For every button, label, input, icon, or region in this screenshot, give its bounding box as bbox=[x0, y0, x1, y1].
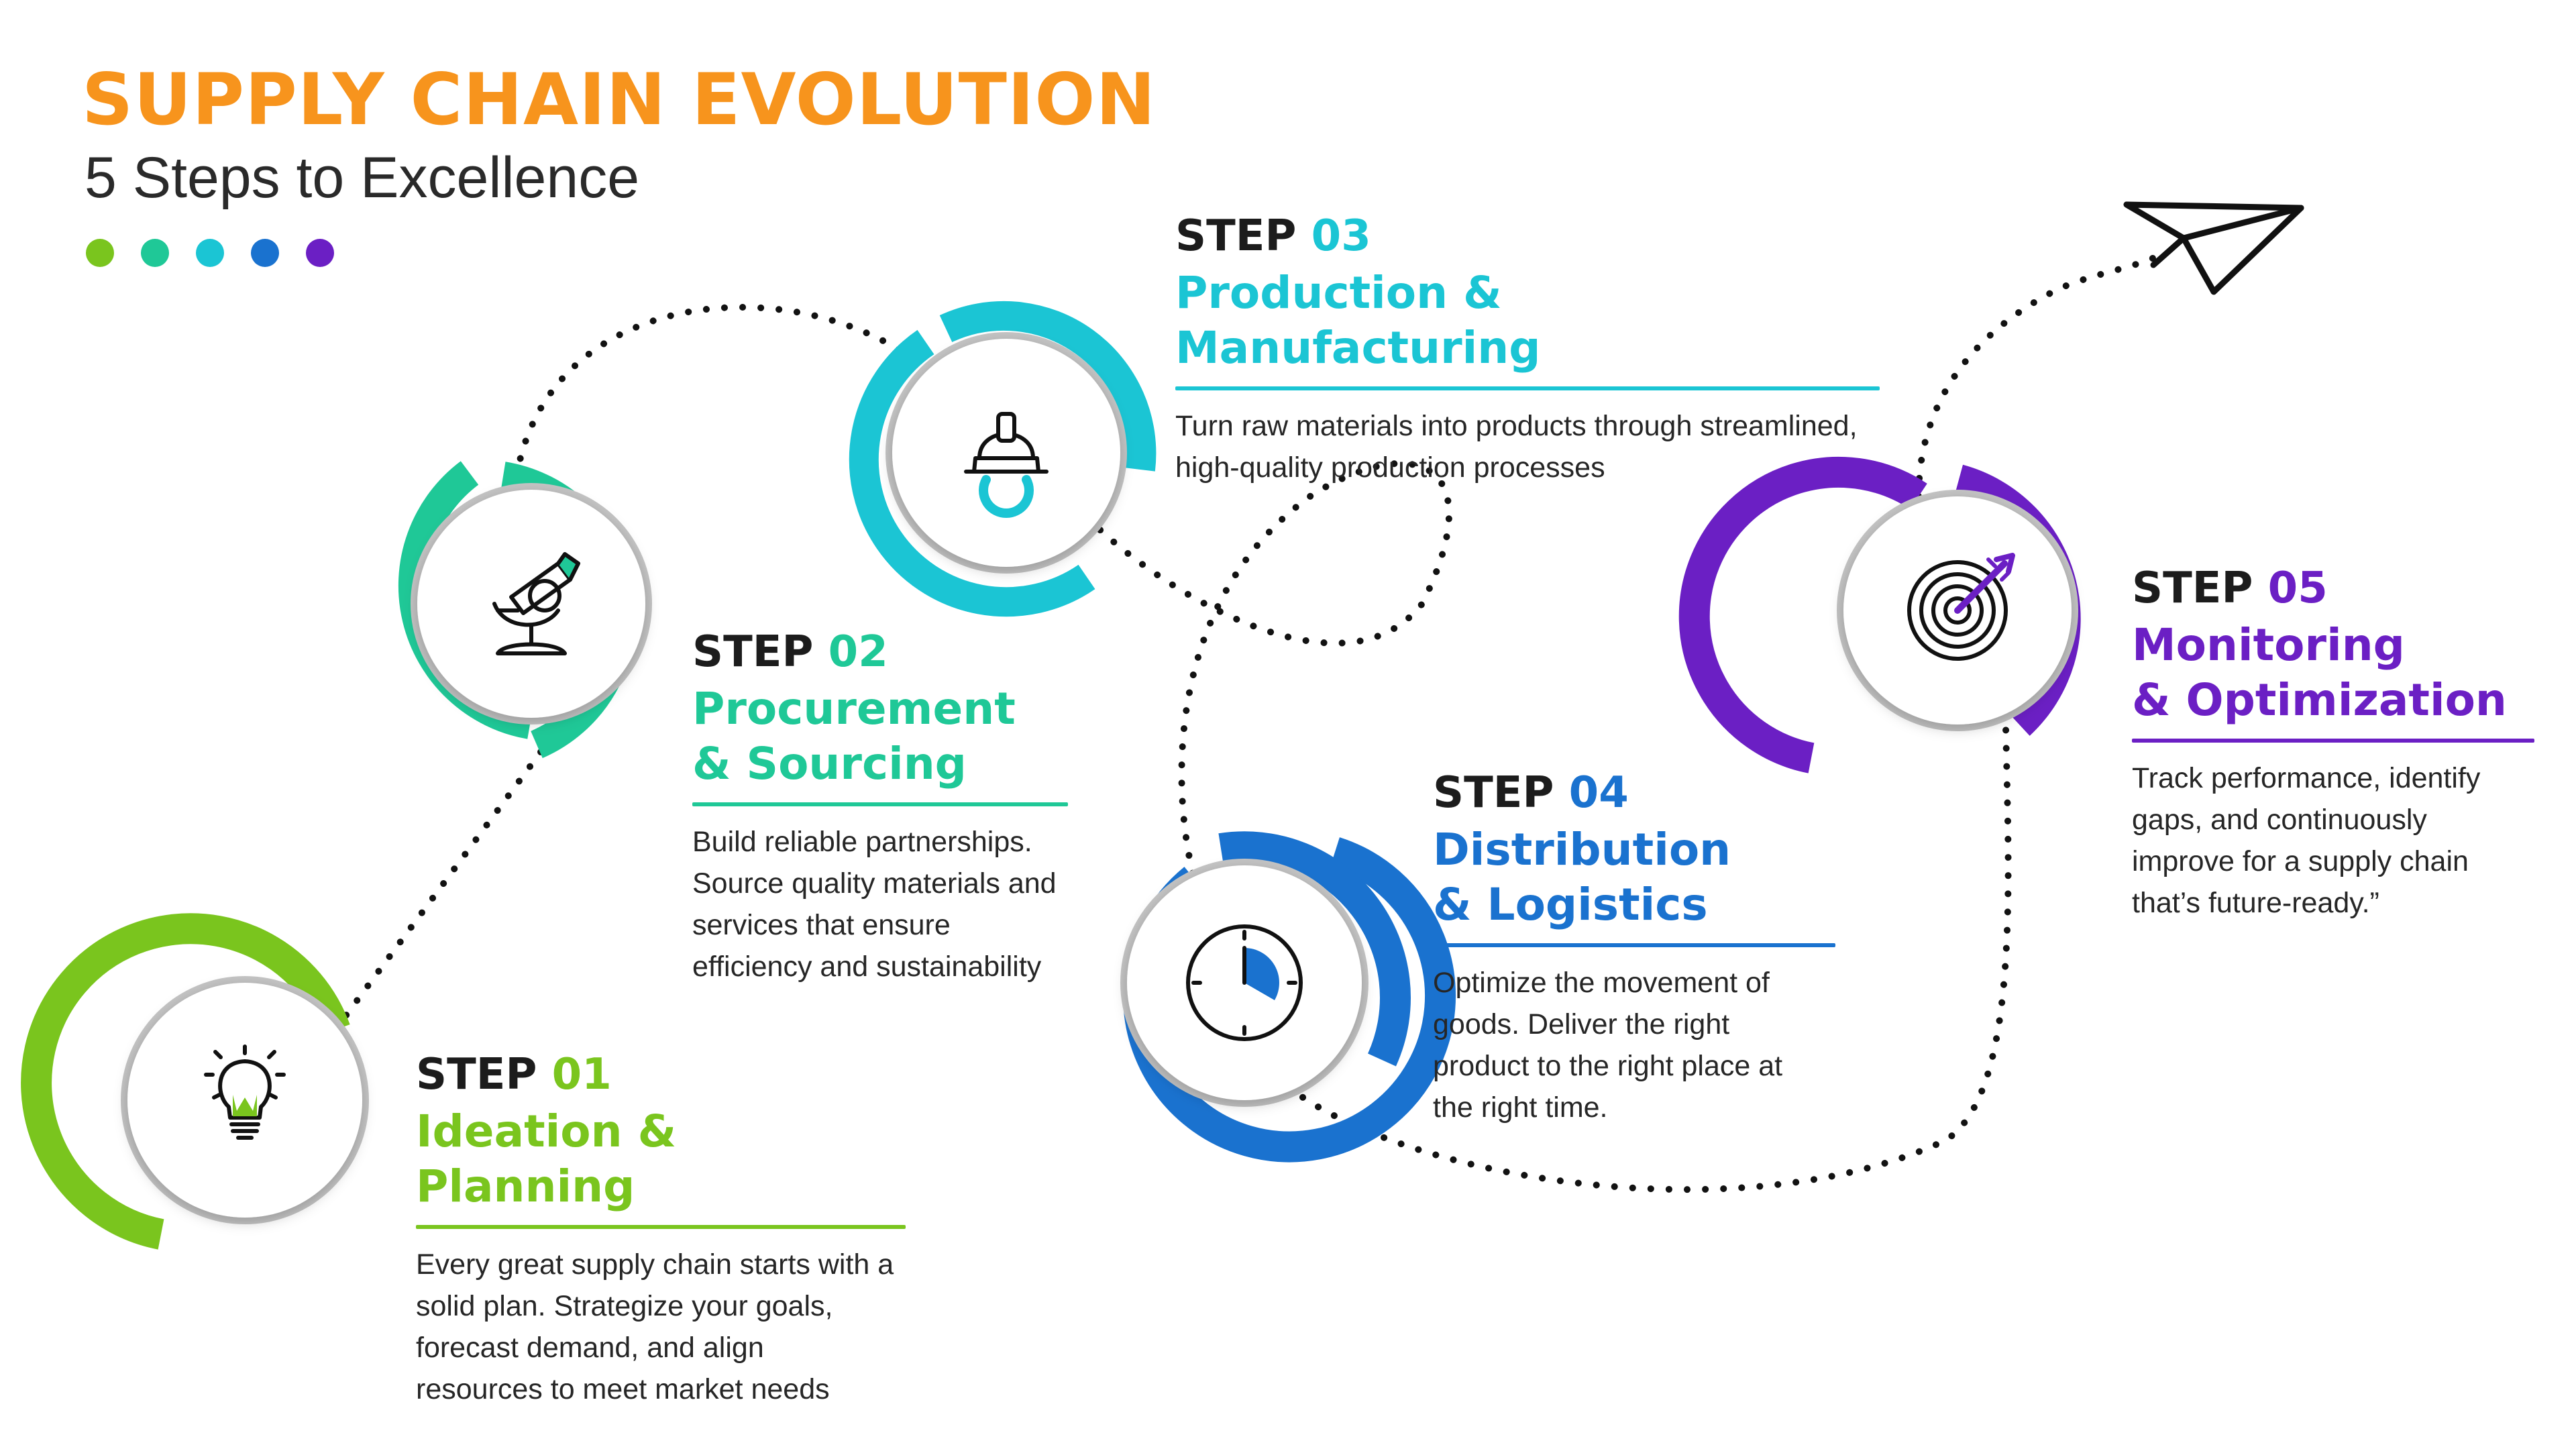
step-02-description: Build reliable partnerships. Source qual… bbox=[692, 821, 1068, 987]
step-05-title: Monitoring & Optimization bbox=[2132, 618, 2534, 728]
dotted-route-path bbox=[332, 252, 2163, 1193]
step-04-number: 04 bbox=[1568, 768, 1629, 818]
step-01-desc-line: solid plan. Strategize your goals, bbox=[416, 1290, 833, 1322]
step-02-desc-line: efficiency and sustainability bbox=[692, 951, 1042, 983]
step-04-desc-line: the right time. bbox=[1433, 1091, 1608, 1124]
step-05-word: STEP bbox=[2132, 564, 2253, 613]
step-03-title: Production & Manufacturing bbox=[1175, 266, 1880, 376]
step-04-title-line: & Logistics bbox=[1433, 879, 1708, 930]
step-05-description: Track performance, identify gaps, and co… bbox=[2132, 757, 2534, 924]
step-05-title-line: Monitoring bbox=[2132, 619, 2405, 671]
step-03-desc-line: high-quality production processes bbox=[1175, 451, 1605, 484]
step-04-rule bbox=[1433, 943, 1835, 947]
step-04-desc-line: Optimize the movement of bbox=[1433, 967, 1770, 999]
step-01-title: Ideation & Planning bbox=[416, 1104, 906, 1214]
step-02-title-line: & Sourcing bbox=[692, 738, 967, 790]
step-04-ring-top bbox=[1218, 831, 1411, 1067]
step-05-desc-line: that’s future-ready.” bbox=[2132, 887, 2379, 919]
step-02-label: STEP 02 bbox=[692, 631, 1068, 674]
step-04-label: STEP 04 bbox=[1433, 771, 1835, 814]
paper-plane-icon bbox=[2123, 201, 2304, 295]
step-02-desc-line: Source quality materials and bbox=[692, 867, 1057, 900]
microscope-icon bbox=[492, 552, 580, 655]
step-05-ring bbox=[1678, 456, 1927, 773]
step-04-desc-line: goods. Deliver the right bbox=[1433, 1008, 1730, 1040]
lightbulb-icon bbox=[204, 1044, 286, 1140]
step-02-number: 02 bbox=[828, 627, 888, 677]
step-02-title-line: Procurement bbox=[692, 683, 1016, 735]
hard-hat-gear-icon bbox=[964, 412, 1049, 518]
step-02-rule bbox=[692, 802, 1068, 806]
step-05-rule bbox=[2132, 739, 2534, 743]
step-02-desc-line: Build reliable partnerships. bbox=[692, 826, 1032, 858]
step-01-rule bbox=[416, 1225, 906, 1229]
step-05-desc-line: improve for a supply chain bbox=[2132, 845, 2469, 877]
step-05-title-line: & Optimization bbox=[2132, 674, 2507, 726]
step-01-ring bbox=[21, 913, 350, 1250]
step-05-node bbox=[1678, 456, 2081, 773]
step-01-desc-line: forecast demand, and align bbox=[416, 1332, 764, 1364]
step-05-label: STEP 05 bbox=[2132, 567, 2534, 610]
step-04-description: Optimize the movement of goods. Deliver … bbox=[1433, 962, 1835, 1128]
step-01-node bbox=[21, 913, 369, 1250]
step-05-desc-line: gaps, and continuously bbox=[2132, 804, 2427, 836]
color-dot bbox=[251, 239, 279, 267]
step-05-desc-line: Track performance, identify bbox=[2132, 762, 2481, 794]
step-03-node bbox=[849, 301, 1157, 617]
step-02-title: Procurement & Sourcing bbox=[692, 682, 1068, 792]
color-dot bbox=[196, 239, 224, 267]
step-01-desc-line: Every great supply chain starts with a bbox=[416, 1248, 894, 1281]
color-dot bbox=[86, 239, 114, 267]
step-01-number: 01 bbox=[551, 1050, 612, 1099]
step-04-title-line: Distribution bbox=[1433, 824, 1731, 875]
step-04-title: Distribution & Logistics bbox=[1433, 822, 1835, 932]
target-arrow-icon bbox=[1907, 553, 2015, 661]
step-04-word: STEP bbox=[1433, 768, 1554, 818]
page-subtitle: 5 Steps to Excellence bbox=[85, 146, 640, 210]
clock-icon bbox=[1186, 924, 1303, 1041]
step-03-label: STEP 03 bbox=[1175, 215, 1880, 258]
step-03-number: 03 bbox=[1311, 211, 1371, 261]
step-01-description: Every great supply chain starts with a s… bbox=[416, 1244, 906, 1410]
color-dot bbox=[141, 239, 169, 267]
step-03-ring-top bbox=[939, 301, 1157, 472]
step-03-ring bbox=[849, 329, 1095, 617]
step-04-text: STEP 04 Distribution & Logistics Optimiz… bbox=[1433, 771, 1835, 1128]
step-03-title-line: Production & Manufacturing bbox=[1175, 267, 1541, 374]
step-01-word: STEP bbox=[416, 1050, 537, 1099]
step-03-word: STEP bbox=[1175, 211, 1297, 261]
step-01-text: STEP 01 Ideation & Planning Every great … bbox=[416, 1053, 906, 1410]
step-04-node bbox=[1120, 831, 1456, 1163]
step-02-desc-line: services that ensure bbox=[692, 909, 951, 941]
page-title: SUPPLY CHAIN EVOLUTION bbox=[82, 58, 1157, 141]
step-03-description: Turn raw materials into products through… bbox=[1175, 405, 1880, 488]
step-01-label: STEP 01 bbox=[416, 1053, 906, 1096]
step-02-node bbox=[398, 461, 652, 759]
step-01-desc-line: resources to meet market needs bbox=[416, 1373, 830, 1405]
color-dot bbox=[306, 239, 334, 267]
step-02-text: STEP 02 Procurement & Sourcing Build rel… bbox=[692, 631, 1068, 987]
step-05-number: 05 bbox=[2267, 564, 2328, 613]
step-02-word: STEP bbox=[692, 627, 814, 677]
step-05-text: STEP 05 Monitoring & Optimization Track … bbox=[2132, 567, 2534, 924]
step-03-disc bbox=[892, 339, 1120, 567]
step-03-text: STEP 03 Production & Manufacturing Turn … bbox=[1175, 215, 1880, 488]
step-04-desc-line: product to the right place at bbox=[1433, 1050, 1783, 1082]
step-03-desc-line: Turn raw materials into products through… bbox=[1175, 410, 1858, 442]
step-01-title-line: Ideation & Planning bbox=[416, 1106, 677, 1212]
step-03-rule bbox=[1175, 386, 1880, 390]
